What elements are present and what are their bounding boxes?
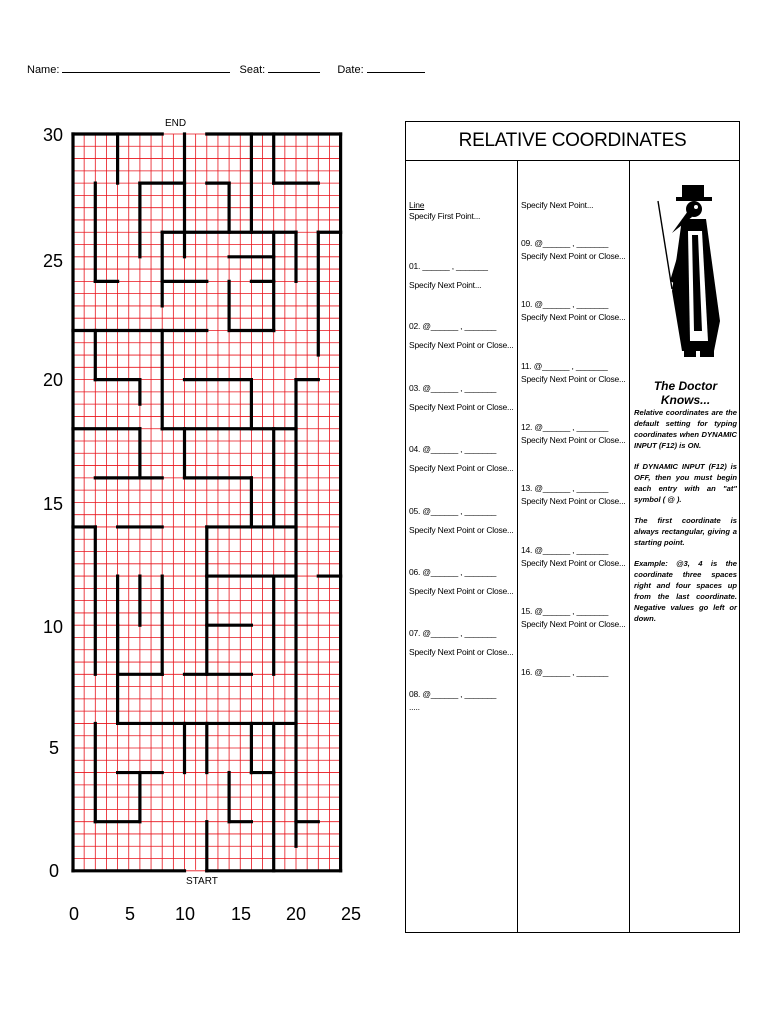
plague-doctor-illustration [657, 185, 720, 357]
maze-grid: 30 25 20 15 10 5 0 0 5 10 15 20 25 END S… [43, 118, 361, 924]
doctor-note-3: The first coordinate is always rectangul… [634, 516, 737, 547]
entries-column-1: Line Specify First Point... 01. ______ ,… [406, 161, 518, 932]
x-tick-20: 20 [286, 904, 306, 924]
doctor-note-4: Example: @3, 4 is the coordinate three s… [634, 559, 737, 623]
x-tick-10: 10 [175, 904, 195, 924]
start-label: START [186, 876, 218, 887]
entry-04[interactable]: 04. @______ , _______ Specify Next Point… [409, 444, 514, 473]
entry-10[interactable]: 10. @______ , _______ Specify Next Point… [521, 299, 626, 322]
seat-blank[interactable] [268, 62, 321, 73]
y-tick-30: 30 [43, 125, 63, 145]
doctor-column: The Doctor Knows... Relative coordinates… [630, 161, 741, 932]
entry-15[interactable]: 15. @______ , _______ Specify Next Point… [521, 606, 626, 629]
entries-column-2: Specify Next Point... 09. @______ , ____… [518, 161, 630, 932]
y-tick-0: 0 [49, 861, 59, 881]
line-command-label: Line [409, 200, 425, 210]
x-tick-0: 0 [69, 904, 79, 924]
y-tick-20: 20 [43, 370, 63, 390]
y-tick-15: 15 [43, 494, 63, 514]
entry-14[interactable]: 14. @______ , _______ Specify Next Point… [521, 545, 626, 568]
relative-coordinates-panel: RELATIVE COORDINATES Line Specify First … [405, 121, 740, 933]
doctor-notes: Relative coordinates are the default set… [634, 407, 737, 634]
entry-05[interactable]: 05. @______ , _______ Specify Next Point… [409, 506, 514, 535]
entry-06[interactable]: 06. @______ , _______ Specify Next Point… [409, 567, 514, 596]
date-label: Date: [337, 64, 364, 76]
y-tick-25: 25 [43, 251, 63, 271]
x-tick-5: 5 [125, 904, 135, 924]
entry-03[interactable]: 03. @______ , _______ Specify Next Point… [409, 383, 514, 412]
end-label: END [165, 118, 186, 129]
entry-11[interactable]: 11. @______ , _______ Specify Next Point… [521, 361, 626, 384]
entry-02[interactable]: 02. @______ , _______ Specify Next Point… [409, 321, 514, 350]
entry-09[interactable]: 09. @______ , _______ Specify Next Point… [521, 238, 626, 261]
x-tick-15: 15 [231, 904, 251, 924]
x-axis-labels: 0 5 10 15 20 25 [69, 904, 361, 924]
name-blank[interactable] [62, 62, 231, 73]
entry-08[interactable]: 08. @______ , _______ ..... [409, 689, 497, 712]
x-tick-25: 25 [341, 904, 361, 924]
panel-title: RELATIVE COORDINATES [406, 122, 739, 161]
entry-07[interactable]: 07. @______ , _______ Specify Next Point… [409, 628, 514, 657]
entry-12[interactable]: 12. @______ , _______ Specify Next Point… [521, 422, 626, 445]
first-point-prompt: Specify First Point... [409, 211, 481, 221]
doctor-heading: The Doctor Knows... [653, 379, 718, 407]
maze-walls [71, 132, 343, 873]
next-point-prompt: Specify Next Point... [521, 200, 594, 210]
y-tick-5: 5 [49, 738, 59, 758]
date-blank[interactable] [366, 62, 425, 73]
entry-13[interactable]: 13. @______ , _______ Specify Next Point… [521, 483, 626, 506]
y-axis-labels: 30 25 20 15 10 5 0 [43, 125, 63, 881]
entry-16[interactable]: 16. @______ , _______ [521, 667, 609, 677]
y-tick-10: 10 [43, 617, 63, 637]
line-command: Line Specify First Point... [409, 200, 480, 222]
worksheet-header: Name: Seat: Date: [27, 62, 425, 76]
doctor-note-1: Relative coordinates are the default set… [634, 408, 737, 450]
name-label: Name: [27, 64, 60, 76]
seat-label: Seat: [239, 64, 266, 76]
entry-01[interactable]: 01. ______ , _______ Specify Next Point.… [409, 261, 488, 290]
doctor-note-2: If DYNAMIC INPUT (F12) is OFF, then you … [634, 462, 737, 504]
